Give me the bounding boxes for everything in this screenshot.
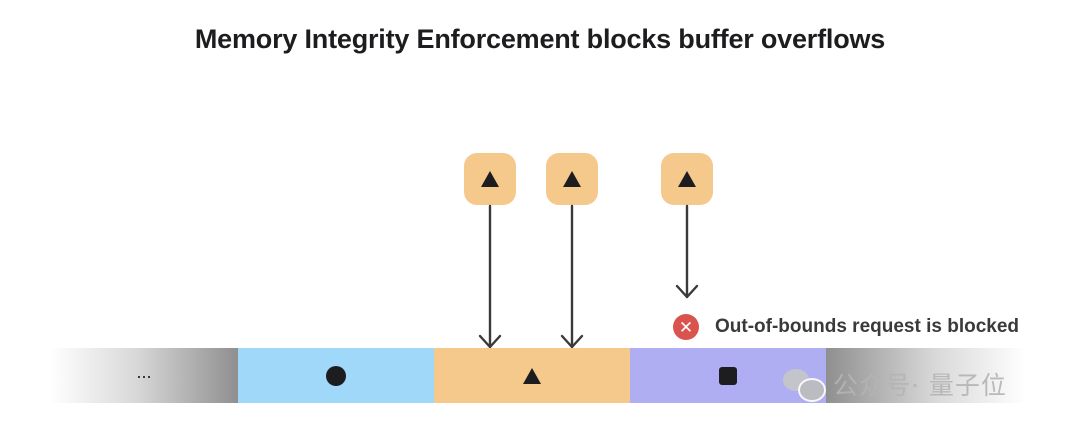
blocked-message-text: Out-of-bounds request is blocked <box>715 316 1020 337</box>
ellipsis-label: ... <box>136 362 152 382</box>
arrow-2-head <box>560 334 584 349</box>
memory-strip: ... <box>50 348 1026 403</box>
x-circle-icon: ✕ <box>673 314 699 340</box>
triangle-icon <box>678 171 696 187</box>
triangle-icon <box>563 171 581 187</box>
triangle-tag-3 <box>661 153 713 205</box>
memory-segment-triangle <box>434 348 630 403</box>
square-icon <box>719 366 737 385</box>
circle-icon <box>326 365 346 386</box>
triangle-tag-1 <box>464 153 516 205</box>
triangle-icon <box>481 171 499 187</box>
watermark-text: 公众号· 量子位 <box>833 371 1007 400</box>
triangle-icon <box>523 367 541 384</box>
blocked-message: ✕ Out-of-bounds request is blocked <box>673 313 1019 341</box>
memory-segment-fade <box>826 348 1026 403</box>
arrow-1-head <box>478 334 502 349</box>
wechat-icon <box>783 367 826 402</box>
arrow-3-head <box>675 284 699 299</box>
watermark: 公众号· 量子位 <box>783 366 1007 402</box>
triangle-tag-2 <box>546 153 598 205</box>
memory-segment-circle <box>238 348 434 403</box>
memory-segment-ellipsis: ... <box>50 348 238 403</box>
diagram-title: Memory Integrity Enforcement blocks buff… <box>194 24 886 54</box>
